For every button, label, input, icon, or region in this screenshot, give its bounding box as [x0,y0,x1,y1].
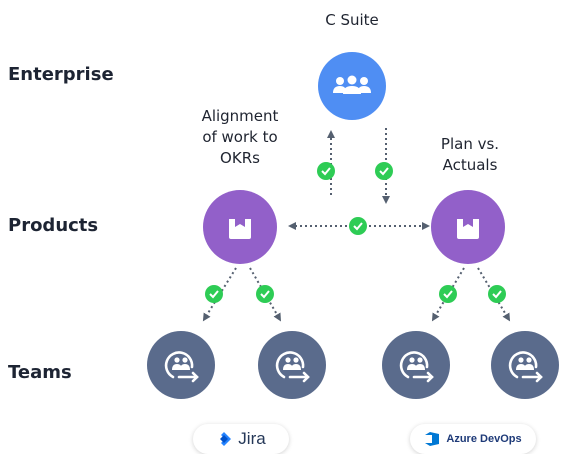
alignment-caption: Alignment of work to OKRs [185,106,295,169]
check-icon [349,217,367,235]
plan-caption-line-1: Plan vs. [440,135,500,153]
level-label-products: Products [8,215,99,236]
check-icon [256,285,274,303]
jira-logo: Jira [193,424,289,454]
sprint-cycle-icon [164,351,199,383]
plan-caption-line-2: Actuals [442,156,498,174]
box-icon [229,219,251,239]
product-node-alignment [203,190,277,264]
jira-icon [220,432,232,446]
people-group-icon [333,75,371,94]
jira-logo-text: Jira [238,429,266,448]
azure-devops-icon [425,432,440,446]
box-icon [457,219,479,239]
level-label-enterprise: Enterprise [8,64,114,85]
team-node-3 [382,331,450,399]
team-node-2 [258,331,326,399]
alignment-caption-line-2: of work to [202,128,278,146]
alignment-caption-line-1: Alignment [201,107,279,125]
check-badges [205,162,506,303]
product-node-plan [431,190,505,264]
check-icon [317,162,335,180]
plan-caption: Plan vs. Actuals [425,134,515,176]
csuite-node [318,52,386,120]
team-node-4 [491,331,559,399]
check-icon [205,285,223,303]
sprint-cycle-icon [275,351,310,383]
sprint-cycle-icon [399,351,434,383]
azure-devops-logo-text: Azure DevOps [446,433,522,445]
azure-devops-logo: Azure DevOps [410,424,536,454]
team-node-1 [147,331,215,399]
sprint-cycle-icon [508,351,543,383]
csuite-caption: C Suite [325,11,379,29]
check-icon [488,285,506,303]
check-icon [375,162,393,180]
level-label-teams: Teams [8,362,72,383]
check-icon [439,285,457,303]
alignment-caption-line-3: OKRs [220,149,260,167]
